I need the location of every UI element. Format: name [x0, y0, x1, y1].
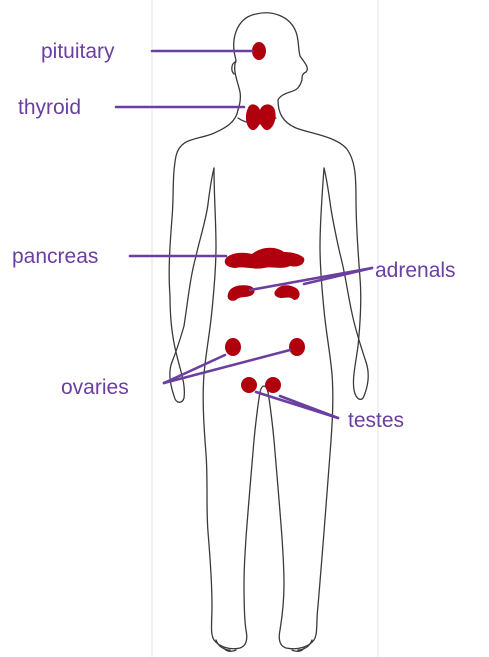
ovaries-label: ovaries [61, 376, 129, 399]
ovary-right [289, 338, 305, 356]
background-frame [152, 0, 378, 657]
labels: pituitary thyroid pancreas adrenals ovar… [12, 40, 456, 432]
testis-right [265, 377, 281, 393]
thyroid-gland [246, 104, 276, 130]
thyroid-label: thyroid [18, 96, 81, 119]
pancreas-label: pancreas [12, 245, 98, 268]
adrenal-gland-left [228, 285, 255, 300]
leader-lines [116, 51, 372, 418]
ovary-left [225, 338, 241, 356]
pancreas-gland [225, 248, 305, 269]
testis-left [241, 377, 257, 393]
glands [225, 42, 305, 393]
testes-label: testes [348, 409, 404, 432]
adrenals-label: adrenals [375, 259, 456, 282]
testes-leader-line-2 [280, 396, 338, 418]
adrenals-leader-line-2 [304, 268, 372, 284]
pituitary-gland [252, 42, 266, 60]
pituitary-label: pituitary [41, 40, 115, 63]
adrenal-gland-right [274, 285, 299, 300]
